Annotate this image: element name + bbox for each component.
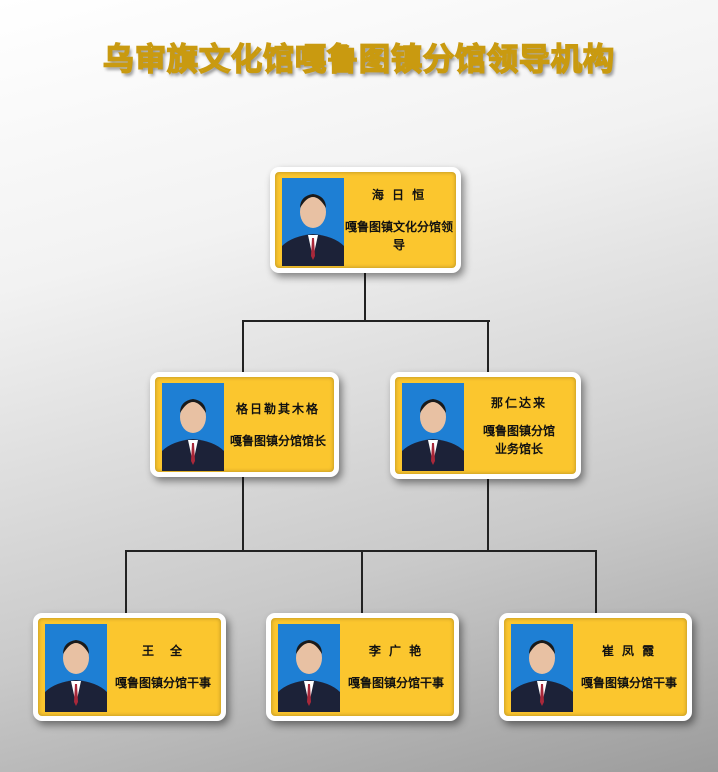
connector [364, 272, 366, 321]
connector [242, 320, 490, 322]
role-line: 嘎鲁图镇文化分馆领导 [344, 220, 453, 252]
connector [242, 476, 244, 551]
person-name: 崔 凤 霞 [601, 644, 657, 658]
org-card: 那仁达来 嘎鲁图镇分馆业务馆长 [390, 372, 581, 479]
role-line: 嘎鲁图镇分馆 [482, 423, 555, 438]
person-role: 嘎鲁图镇分馆业务馆长 [483, 422, 555, 458]
role-line: 业务馆长 [494, 441, 543, 456]
role-line: 嘎鲁图镇分馆干事 [580, 676, 677, 690]
person-name: 王 全 [141, 644, 184, 658]
person-name: 格日勒其木格 [235, 401, 320, 416]
person-photo [45, 624, 107, 712]
person-photo [278, 624, 340, 712]
page-title: 乌审旗文化馆嘎鲁图镇分馆领导机构 [102, 41, 615, 79]
connector [361, 550, 363, 614]
role-line: 嘎鲁图镇分馆干事 [114, 676, 211, 690]
person-name: 李 广 艳 [368, 644, 424, 658]
connector [595, 550, 597, 614]
org-card: 格日勒其木格 嘎鲁图镇分馆馆长 [150, 372, 339, 477]
person-name: 那仁达来 [490, 395, 547, 410]
person-photo [402, 383, 464, 471]
connector [487, 476, 489, 551]
org-card: 海 日 恒 嘎鲁图镇文化分馆领导 [270, 167, 461, 273]
person-photo [282, 178, 344, 266]
role-line: 嘎鲁图镇分馆馆长 [229, 433, 326, 448]
person-photo [162, 383, 224, 471]
person-photo [511, 624, 573, 712]
connector [125, 550, 127, 614]
org-card: 崔 凤 霞 嘎鲁图镇分馆干事 [499, 613, 692, 721]
person-role: 嘎鲁图镇文化分馆领导 [344, 218, 454, 254]
person-role: 嘎鲁图镇分馆馆长 [230, 432, 326, 450]
person-role: 嘎鲁图镇分馆干事 [581, 674, 677, 692]
person-role: 嘎鲁图镇分馆干事 [348, 674, 444, 692]
org-card: 李 广 艳 嘎鲁图镇分馆干事 [266, 613, 459, 721]
role-line: 嘎鲁图镇分馆干事 [347, 676, 444, 690]
person-role: 嘎鲁图镇分馆干事 [115, 674, 211, 692]
connector [242, 320, 244, 374]
person-name: 海 日 恒 [371, 188, 427, 202]
connector [487, 320, 489, 374]
org-card: 王 全 嘎鲁图镇分馆干事 [33, 613, 226, 721]
